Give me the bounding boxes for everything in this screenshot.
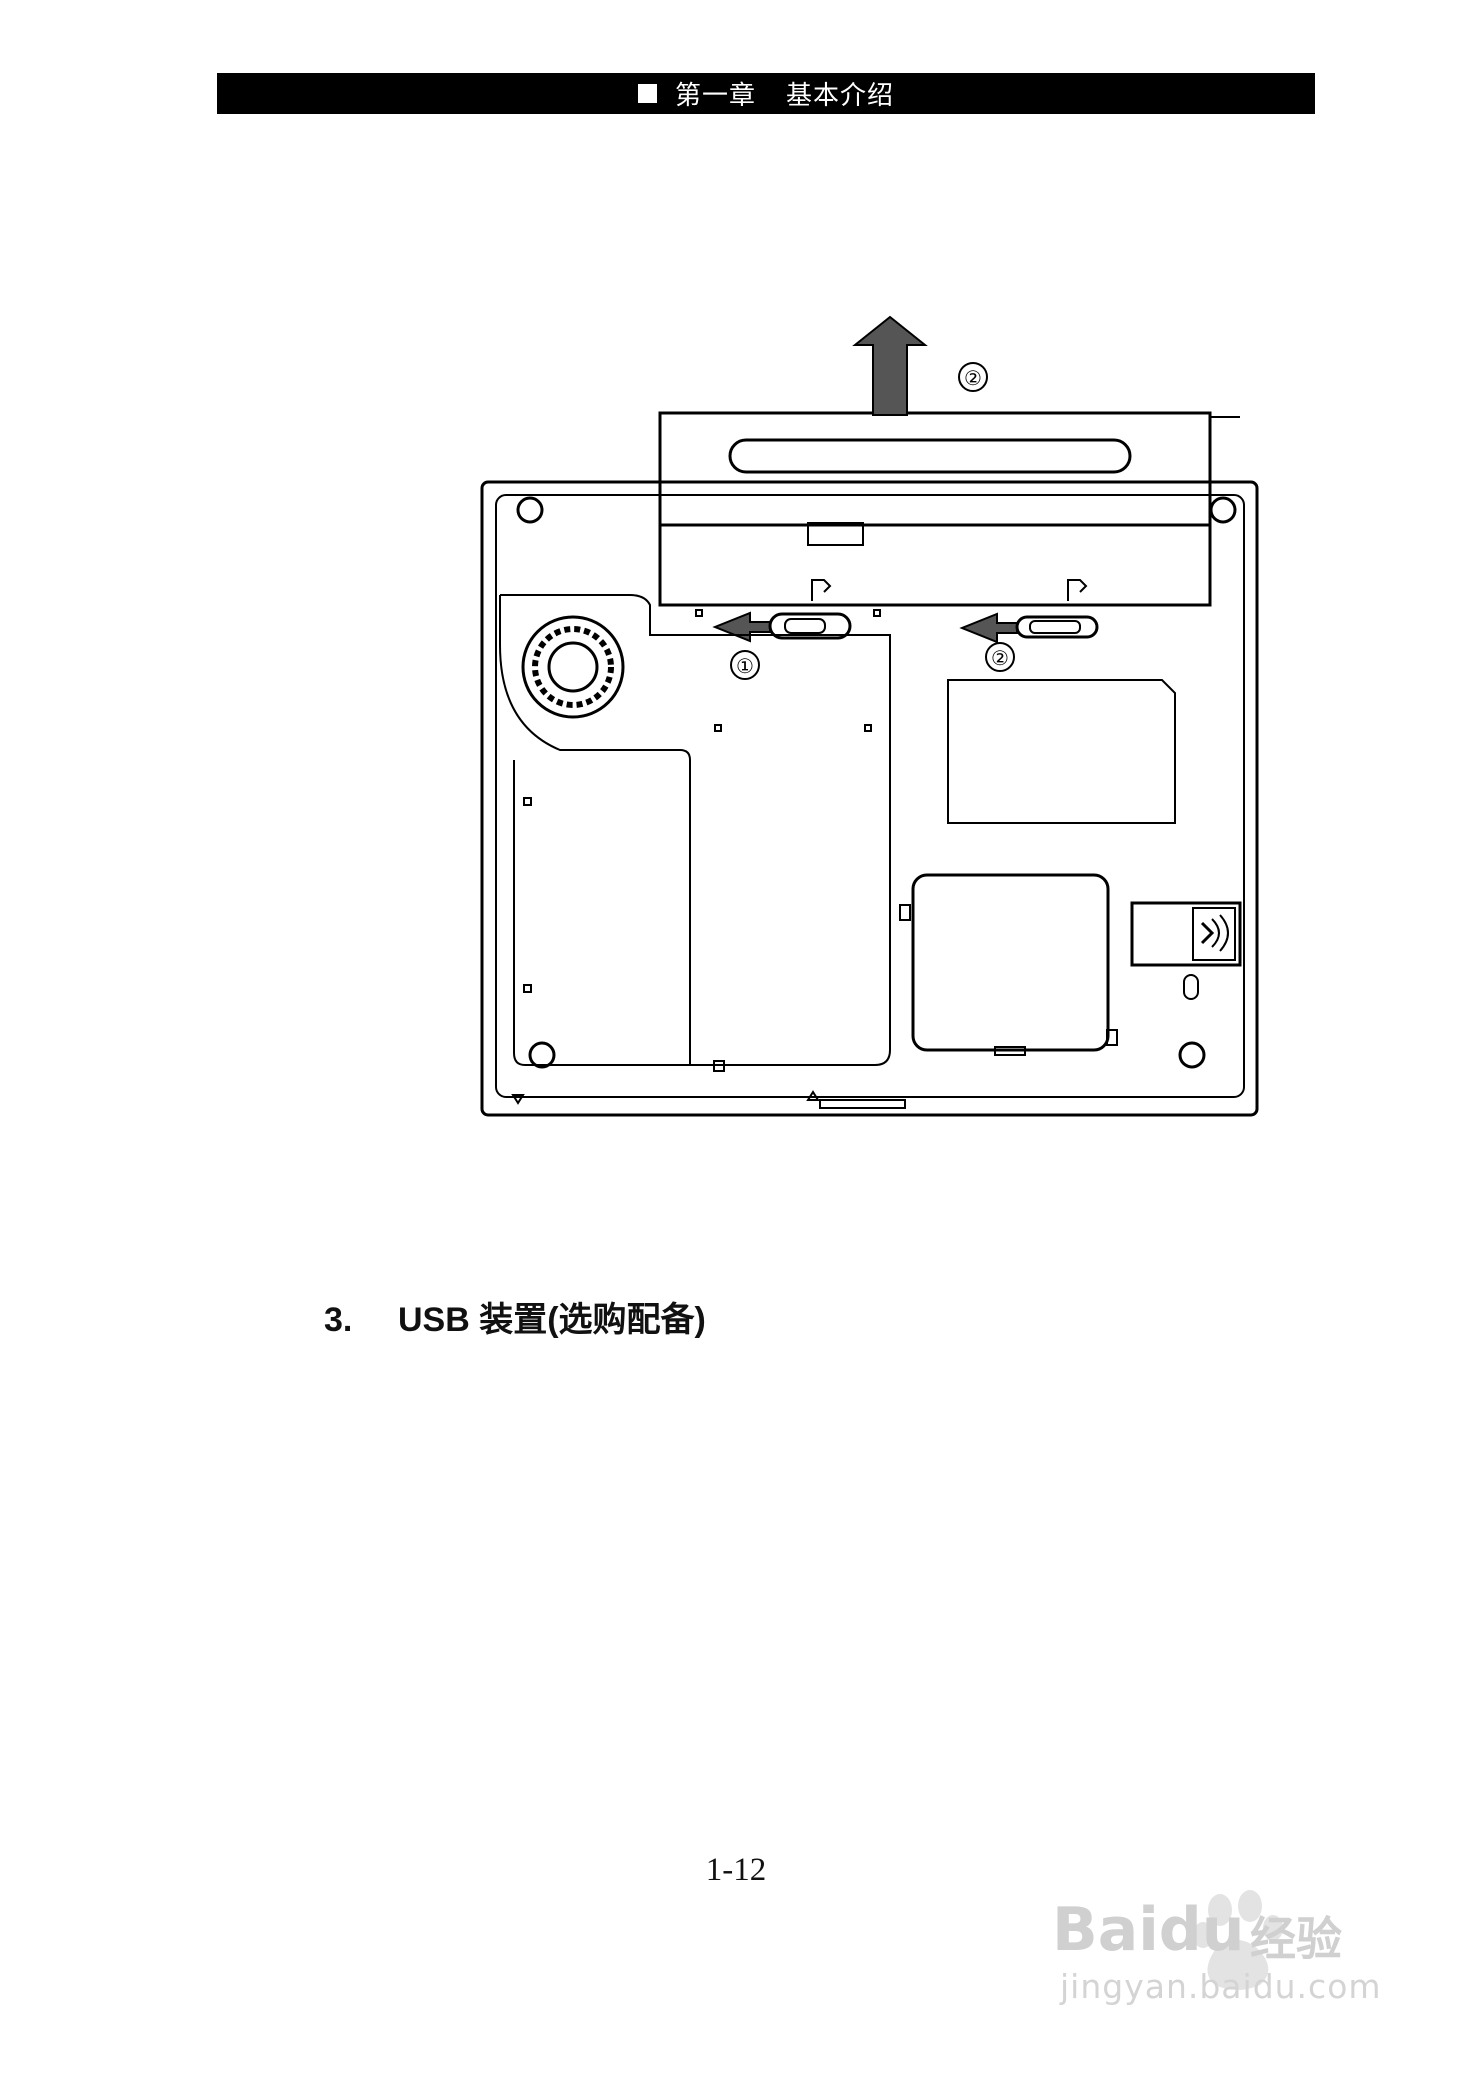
section-number: 3. — [324, 1301, 353, 1339]
pull-up-arrow-icon — [852, 315, 928, 416]
battery-latch-right — [1015, 615, 1099, 639]
battery-pack — [658, 411, 1212, 527]
rubber-foot-icon — [1209, 496, 1237, 524]
square-bullet-icon — [637, 84, 657, 103]
watermark-url: jingyan.baidu.com — [1060, 1967, 1382, 2006]
wireless-switch-box — [1130, 901, 1242, 967]
section-title: USB 装置(选购配备) — [398, 1301, 706, 1339]
latch-release-arrow-icon — [959, 612, 1018, 644]
baidu-paw-logo-icon — [1193, 1890, 1283, 1990]
label-area — [947, 679, 1176, 824]
callout-2-top: ② — [964, 366, 982, 390]
chapter-header-bar: 第一章 基本介绍 — [217, 73, 1315, 114]
wireless-icon — [1200, 914, 1229, 952]
rubber-foot-icon — [516, 496, 544, 524]
callout-2: ② — [991, 646, 1009, 670]
watermark-brand-suffix: 经验 — [1250, 1912, 1342, 1966]
cooling-fan-icon — [521, 615, 625, 719]
battery-latch-left — [768, 612, 852, 640]
battery-grip-slot — [728, 438, 1132, 474]
battery-bay — [658, 523, 1212, 607]
memory-compartment-cover — [499, 594, 891, 1066]
page-number: 1-12 — [705, 1852, 767, 1888]
latch-release-arrow-icon — [712, 611, 771, 643]
chapter-title: 基本介绍 — [786, 81, 895, 111]
laptop-bottom-diagram: ② ① ② — [480, 315, 1259, 1117]
watermark-brand: Baidu — [1052, 1895, 1245, 1965]
rubber-foot-icon — [1178, 1041, 1206, 1069]
chapter-label: 第一章 — [674, 81, 756, 111]
hard-drive-cover — [911, 873, 1110, 1052]
laptop-base-outline — [480, 480, 1259, 1117]
rubber-foot-icon — [528, 1041, 556, 1069]
section-heading: 3. USB 装置(选购配备) — [324, 1292, 706, 1341]
callout-1: ① — [736, 654, 754, 678]
